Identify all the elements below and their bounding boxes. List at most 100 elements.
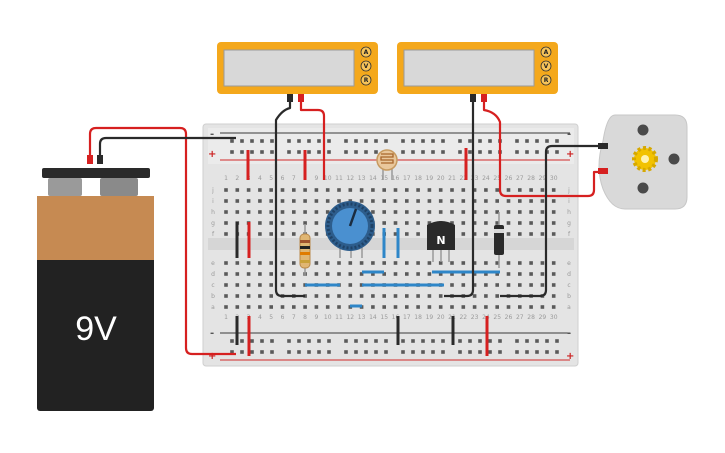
hole-d10[interactable]: [325, 272, 330, 276]
hole-i2[interactable]: [235, 199, 240, 203]
hole-j24[interactable]: [484, 188, 488, 192]
rail-hole[interactable]: [431, 339, 435, 343]
hole-i27[interactable]: [518, 199, 522, 203]
hole-g19[interactable]: [427, 221, 432, 225]
hole-g15[interactable]: [382, 221, 386, 225]
hole-e16[interactable]: [393, 261, 398, 265]
rail-hole[interactable]: [421, 150, 425, 154]
hole-c5[interactable]: [269, 283, 273, 287]
hole-h3[interactable]: [246, 210, 251, 214]
hole-c3[interactable]: [246, 283, 251, 287]
hole-g25[interactable]: [495, 221, 499, 225]
hole-a19[interactable]: [427, 305, 432, 309]
hole-b18[interactable]: [416, 294, 420, 298]
multimeter-2-volt-button[interactable]: [540, 60, 552, 72]
hole-g5[interactable]: [269, 221, 273, 225]
hole-f16[interactable]: [393, 232, 398, 236]
hole-j25[interactable]: [495, 188, 499, 192]
hole-a15[interactable]: [382, 305, 386, 309]
rail-hole[interactable]: [555, 150, 559, 154]
hole-a17[interactable]: [405, 305, 409, 309]
rail-hole[interactable]: [374, 139, 378, 143]
hole-e13[interactable]: [359, 261, 364, 265]
hole-d22[interactable]: [461, 272, 466, 276]
rail-hole[interactable]: [327, 339, 331, 343]
hole-f5[interactable]: [269, 232, 273, 236]
hole-d12[interactable]: [348, 272, 353, 276]
hole-a26[interactable]: [506, 305, 511, 309]
rail-hole[interactable]: [515, 139, 519, 143]
hole-a8[interactable]: [303, 305, 307, 309]
rail-hole[interactable]: [384, 339, 388, 343]
rail-hole[interactable]: [411, 350, 415, 354]
rail-hole[interactable]: [270, 150, 274, 154]
rail-hole[interactable]: [317, 339, 321, 343]
hole-e23[interactable]: [472, 261, 477, 265]
hole-j27[interactable]: [518, 188, 522, 192]
hole-c21[interactable]: [450, 283, 454, 287]
hole-h28[interactable]: [529, 210, 533, 214]
hole-h6[interactable]: [280, 210, 285, 214]
hole-i11[interactable]: [337, 199, 341, 203]
hole-i14[interactable]: [371, 199, 375, 203]
hole-i6[interactable]: [280, 199, 285, 203]
rail-hole[interactable]: [431, 150, 435, 154]
hole-d28[interactable]: [529, 272, 533, 276]
hole-f26[interactable]: [506, 232, 511, 236]
multimeter-2-amp-button[interactable]: [540, 46, 552, 58]
rail-hole[interactable]: [240, 339, 244, 343]
hole-d6[interactable]: [280, 272, 285, 276]
rail-hole[interactable]: [270, 339, 274, 343]
hole-e6[interactable]: [280, 261, 285, 265]
hole-j5[interactable]: [269, 188, 273, 192]
hole-i29[interactable]: [540, 199, 545, 203]
hole-a16[interactable]: [393, 305, 398, 309]
hole-g26[interactable]: [506, 221, 511, 225]
hole-j10[interactable]: [325, 188, 330, 192]
rail-hole[interactable]: [535, 339, 539, 343]
wire-battery-negative[interactable]: [98, 136, 236, 160]
hole-f9[interactable]: [314, 232, 319, 236]
rail-hole[interactable]: [307, 150, 311, 154]
hole-f30[interactable]: [551, 232, 556, 236]
wire-meter1-black[interactable]: [274, 102, 305, 298]
hole-j7[interactable]: [292, 188, 296, 192]
hole-h7[interactable]: [292, 210, 296, 214]
rail-hole[interactable]: [535, 150, 539, 154]
hole-d2[interactable]: [235, 272, 240, 276]
rail-hole[interactable]: [354, 339, 358, 343]
rail-hole[interactable]: [401, 150, 405, 154]
rail-hole[interactable]: [297, 139, 301, 143]
hole-j18[interactable]: [416, 188, 420, 192]
rail-hole[interactable]: [498, 339, 502, 343]
hole-b9[interactable]: [314, 294, 319, 298]
hole-j19[interactable]: [427, 188, 432, 192]
hole-c30[interactable]: [551, 283, 556, 287]
multimeter-2-probe-black[interactable]: [470, 94, 476, 102]
hole-i13[interactable]: [359, 199, 364, 203]
rail-hole[interactable]: [250, 139, 254, 143]
hole-h15[interactable]: [382, 210, 386, 214]
hole-e7[interactable]: [292, 261, 296, 265]
hole-c12[interactable]: [348, 283, 353, 287]
rail-hole[interactable]: [411, 150, 415, 154]
rail-hole[interactable]: [344, 150, 348, 154]
rail-hole[interactable]: [260, 139, 264, 143]
hole-h23[interactable]: [472, 210, 477, 214]
rail-hole[interactable]: [327, 350, 331, 354]
hole-a25[interactable]: [495, 305, 499, 309]
rail-hole[interactable]: [240, 139, 244, 143]
hole-g18[interactable]: [416, 221, 420, 225]
hole-h16[interactable]: [393, 210, 398, 214]
hole-f6[interactable]: [280, 232, 285, 236]
rail-hole[interactable]: [230, 350, 234, 354]
diode[interactable]: [494, 212, 504, 268]
hole-c13[interactable]: [359, 283, 364, 287]
hole-e3[interactable]: [246, 261, 251, 265]
hole-j4[interactable]: [258, 188, 262, 192]
rail-hole[interactable]: [431, 139, 435, 143]
rail-hole[interactable]: [327, 150, 331, 154]
hole-g29[interactable]: [540, 221, 545, 225]
rail-hole[interactable]: [515, 350, 519, 354]
rail-hole[interactable]: [297, 350, 301, 354]
